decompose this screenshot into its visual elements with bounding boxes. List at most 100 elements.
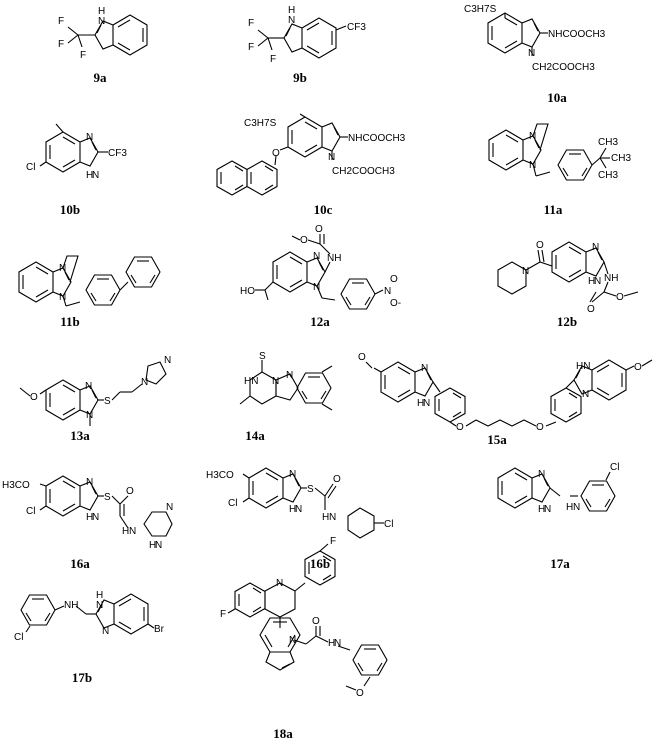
atom-label: CF3 xyxy=(347,22,366,33)
compound-label: 16a xyxy=(70,556,90,571)
atom-label: F xyxy=(58,16,64,27)
atom-label: C3H7S xyxy=(464,4,497,15)
atom-label: N xyxy=(295,504,302,515)
compound-11b: N N 11b xyxy=(18,255,161,329)
atom-label: N xyxy=(384,286,391,297)
compound-label: 10c xyxy=(314,202,333,217)
atom-label: O xyxy=(634,362,642,373)
compound-9a: H N F F F 9a xyxy=(58,6,148,85)
atom-label: H xyxy=(289,504,296,515)
atom-label: N xyxy=(286,370,293,381)
atom-label: CH2COOCH3 xyxy=(332,166,395,177)
atom-label: O xyxy=(356,688,364,699)
atom-label: F xyxy=(330,536,336,547)
atom-label: N xyxy=(86,410,93,421)
compound-18a: F F N N O H N O 18a xyxy=(220,536,388,741)
atom-label: N xyxy=(86,477,93,488)
compound-label: 11b xyxy=(60,314,80,329)
atom-label: F xyxy=(248,42,254,53)
atom-label: HN xyxy=(576,361,590,372)
atom-label: O- xyxy=(390,298,401,309)
atom-label: HO xyxy=(240,286,255,297)
compound-16a: H3CO Cl N S O H N H N N H N 16a xyxy=(2,475,173,571)
atom-label: N xyxy=(85,381,92,392)
atom-label: N xyxy=(288,15,295,26)
compound-label: 18a xyxy=(273,726,293,741)
compound-label: 13a xyxy=(70,428,90,443)
atom-label: N xyxy=(92,170,99,181)
atom-label: N xyxy=(92,512,99,523)
atom-label: N xyxy=(276,578,283,589)
atom-label: O xyxy=(312,616,320,627)
atom-label: H xyxy=(98,6,105,17)
atom-label: N xyxy=(538,469,545,480)
atom-label: F xyxy=(248,18,254,29)
compound-label: 17b xyxy=(72,670,92,685)
atom-label: NHCOOCH3 xyxy=(548,29,606,40)
atom-label: N xyxy=(289,469,296,480)
compound-label: 14a xyxy=(245,428,265,443)
compound-label: 17a xyxy=(550,556,570,571)
atom-label: O xyxy=(300,235,308,246)
atom-label: N xyxy=(582,389,589,400)
compound-14a: S HN N N 14a xyxy=(239,351,333,443)
atom-label: N xyxy=(522,266,529,277)
atom-label: Br xyxy=(154,624,165,635)
atom-label: Cl xyxy=(26,506,35,517)
atom-label: O xyxy=(587,304,595,315)
atom-label: N xyxy=(141,377,148,388)
atom-label: H xyxy=(417,398,424,409)
atom-label: N xyxy=(529,131,536,142)
atom-label: N xyxy=(59,292,66,303)
atom-label: O xyxy=(315,224,323,235)
atom-label: F xyxy=(270,54,276,65)
atom-label: H3CO xyxy=(2,480,30,491)
atom-label: CH3 xyxy=(598,137,618,148)
atom-label: HN xyxy=(244,376,258,387)
atom-label: O xyxy=(536,240,544,251)
compound-17a: N Cl H N H N 17a xyxy=(497,462,619,571)
atom-label: NH xyxy=(604,273,618,284)
atom-label: S xyxy=(307,484,314,495)
atom-label: N xyxy=(166,502,173,513)
atom-label: F xyxy=(58,39,64,50)
atom-label: O xyxy=(272,148,280,159)
atom-label: H xyxy=(538,504,545,515)
atom-label: N xyxy=(102,626,109,637)
atom-label: N xyxy=(573,502,580,513)
atom-label: Cl xyxy=(26,162,35,173)
atom-label: H xyxy=(86,512,93,523)
atom-label: H xyxy=(588,276,595,287)
atom-label: CH3 xyxy=(598,170,618,181)
atom-label: H xyxy=(86,170,93,181)
atom-label: H3CO xyxy=(206,470,234,481)
compound-label: 16b xyxy=(310,556,330,571)
atom-label: H xyxy=(96,590,103,601)
compound-label: 10b xyxy=(60,202,80,217)
atom-label: N xyxy=(528,48,535,59)
atom-label: NHCOOCH3 xyxy=(348,133,406,144)
atom-label: N xyxy=(313,282,320,293)
atom-label: S xyxy=(104,396,111,407)
compound-label: 12b xyxy=(557,314,577,329)
atom-label: O xyxy=(358,352,366,363)
compound-label: 9a xyxy=(94,70,108,85)
atom-label: CF3 xyxy=(108,148,127,159)
atom-label: N xyxy=(289,635,296,646)
compound-16b: H3CO Cl N S O H N H N Cl 16b xyxy=(206,467,393,571)
compound-15a: O O O O N H N HN N 15a xyxy=(358,352,653,447)
atom-label: Cl xyxy=(14,632,23,643)
atom-label: N xyxy=(334,638,341,649)
atom-label: N xyxy=(272,376,279,387)
atom-label: N xyxy=(96,600,103,611)
atom-label: N xyxy=(329,512,336,523)
atom-label: N xyxy=(129,526,136,537)
atom-label: NH xyxy=(327,253,341,264)
compound-9b: H N F F F CF3 9b xyxy=(248,5,366,85)
atom-label: H xyxy=(328,638,335,649)
atom-label: Cl xyxy=(384,519,393,530)
atom-label: N xyxy=(592,242,599,253)
atom-label: H xyxy=(288,5,295,16)
atom-label: N xyxy=(421,363,428,374)
